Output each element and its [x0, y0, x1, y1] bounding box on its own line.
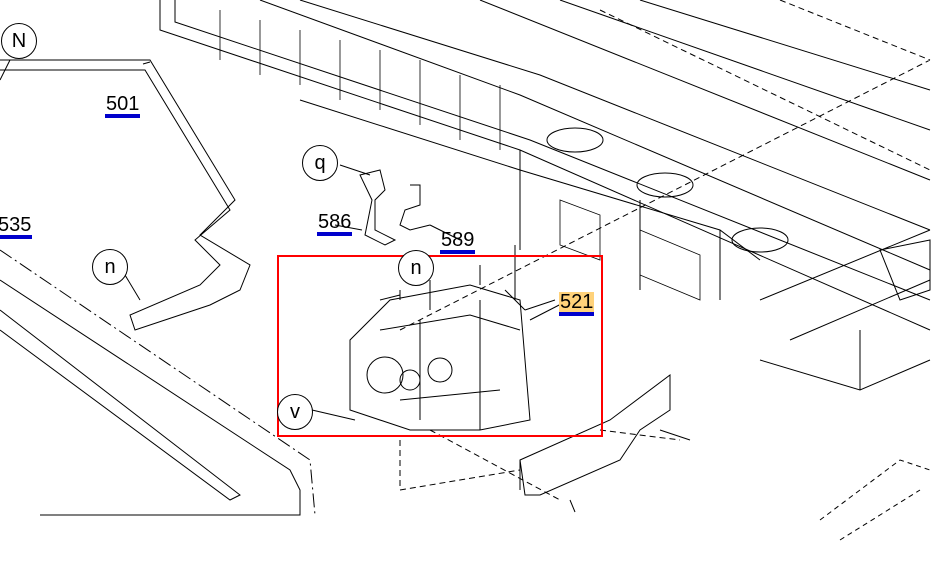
- part-label-521[interactable]: 521: [559, 292, 595, 316]
- callout-v: v: [277, 394, 313, 430]
- part-535-rail: [0, 249, 316, 516]
- part-589: [399, 184, 431, 231]
- part-label-535[interactable]: 535: [0, 215, 33, 239]
- part-586: [359, 169, 397, 246]
- callout-n-assembly: n: [398, 250, 434, 286]
- main-frame-drawing: [159, 0, 931, 391]
- part-521-assembly: [349, 245, 556, 431]
- callout-n-left: n: [92, 249, 128, 285]
- part-501-bracket: [0, 59, 251, 331]
- side-cover: [519, 374, 671, 496]
- selection-highlight-box: [277, 255, 603, 437]
- part-label-589[interactable]: 589: [440, 230, 476, 254]
- part-label-501[interactable]: 501: [105, 94, 141, 118]
- callout-N: N: [1, 23, 37, 59]
- part-label-586[interactable]: 586: [317, 212, 353, 236]
- callout-q: q: [302, 145, 338, 181]
